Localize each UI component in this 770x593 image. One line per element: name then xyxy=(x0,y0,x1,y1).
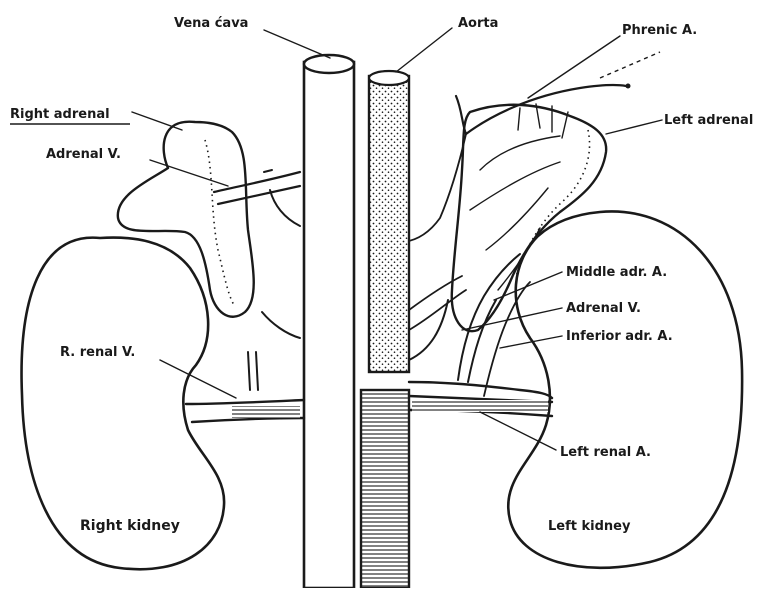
label-right-kidney: Right kidney xyxy=(80,518,180,534)
label-vena-cava: Vena ćava xyxy=(174,16,248,31)
label-left-adrenal: Left adrenal xyxy=(664,113,753,128)
left-renal-artery-hatch xyxy=(412,400,548,412)
left-adrenal-stipple xyxy=(516,130,590,276)
right-adrenal-vein-stub xyxy=(264,170,300,226)
aorta-adrenal-branch xyxy=(409,300,448,360)
phrenic-artery-dash xyxy=(600,52,660,78)
leader-vena-cava xyxy=(264,30,330,58)
aorta-upper xyxy=(369,76,409,372)
aorta-top xyxy=(369,71,409,85)
label-left-renal-a: Left renal A. xyxy=(560,445,651,460)
leader-aorta xyxy=(396,28,452,72)
left-adrenal-vessels xyxy=(470,104,568,290)
leader-r-renal-v xyxy=(160,360,236,398)
label-phrenic-a: Phrenic A. xyxy=(622,23,697,38)
left-adrenal-shape xyxy=(452,105,606,331)
label-inferior-adr-a: Inferior adr. A. xyxy=(566,329,673,344)
vena-cava-tube xyxy=(304,62,354,588)
label-middle-adr-a: Middle adr. A. xyxy=(566,265,667,280)
leader-middle-adr xyxy=(494,272,562,300)
right-vessel-stubs xyxy=(248,312,300,390)
left-inferior-adrenal-artery xyxy=(484,282,530,396)
right-adrenal-vein xyxy=(214,172,300,204)
label-aorta: Aorta xyxy=(458,16,498,31)
phrenic-artery-end xyxy=(626,84,631,89)
right-adrenal-shape xyxy=(118,122,254,317)
right-renal-vein-hatch xyxy=(232,406,300,418)
label-right-adrenal: Right adrenal xyxy=(10,107,110,122)
label-adrenal-v-right: Adrenal V. xyxy=(46,147,121,162)
label-adrenal-v-left: Adrenal V. xyxy=(566,301,641,316)
label-left-kidney: Left kidney xyxy=(548,519,631,534)
label-r-renal-v: R. renal V. xyxy=(60,345,135,360)
leader-right-adrenal xyxy=(132,112,182,130)
aorta-lower xyxy=(361,390,409,588)
leader-left-adrenal xyxy=(606,120,662,134)
